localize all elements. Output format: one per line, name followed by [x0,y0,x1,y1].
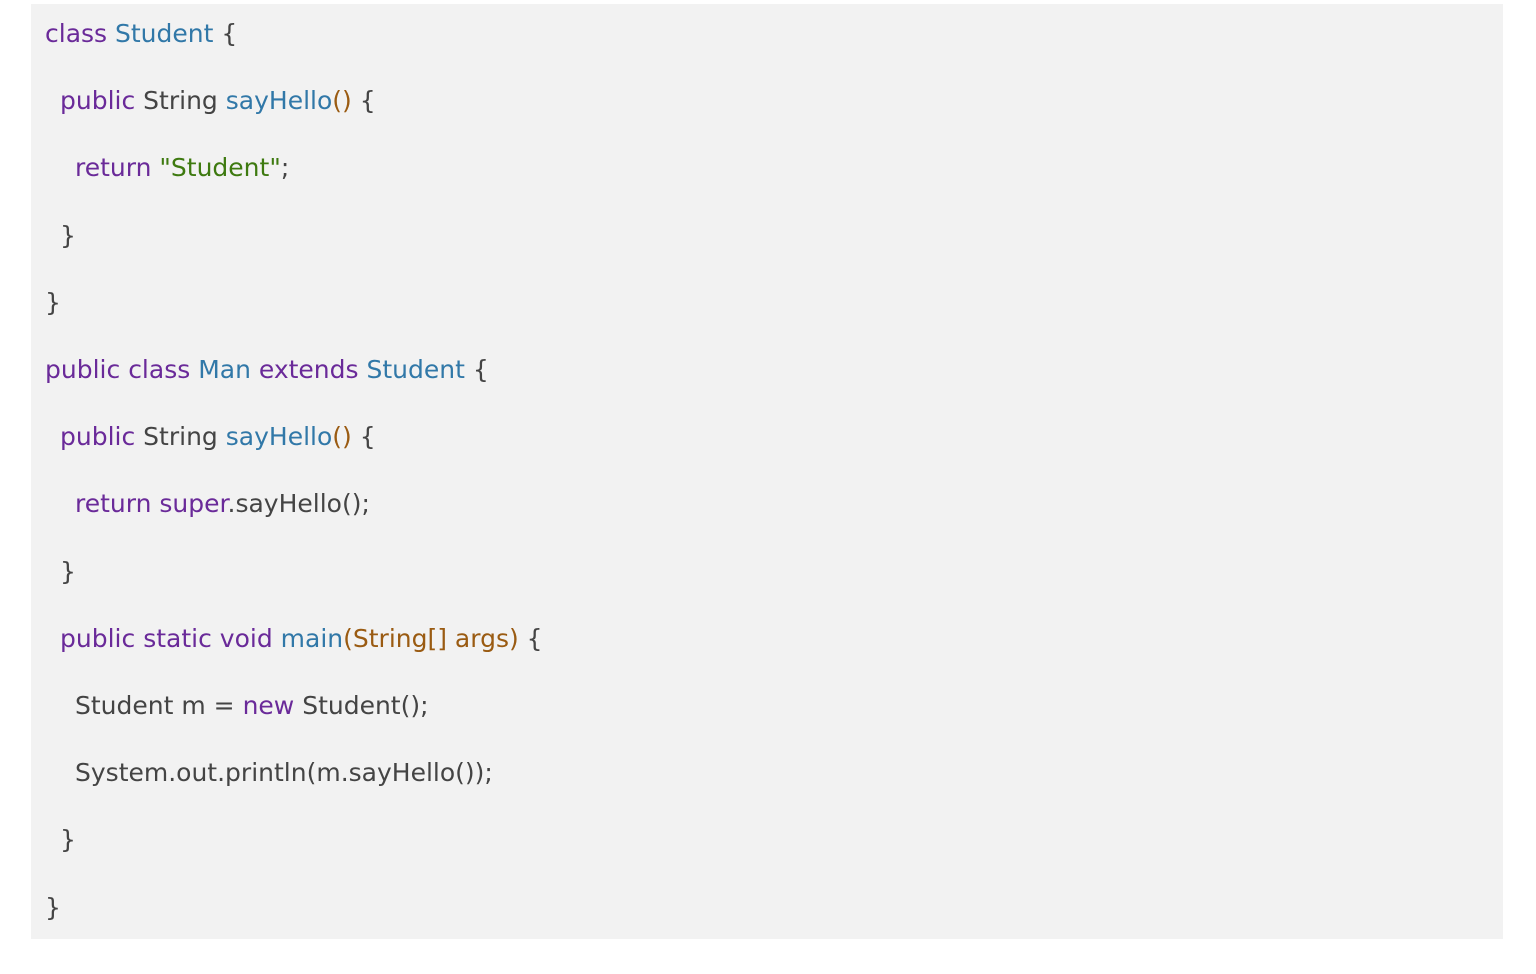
code-token-plain [251,355,259,384]
code-token-plain [135,624,143,653]
code-line: } [60,820,76,860]
code-line: return super.sayHello(); [75,484,370,524]
code-token-keyword: public [60,623,136,653]
code-token-plain: { [518,623,543,653]
code-token-keyword: super [159,489,228,519]
code-token-plain [359,355,367,384]
code-token-keyword: static [143,623,212,653]
code-token-plain [107,19,115,48]
code-token-plain: { [213,19,238,48]
code-token-plain [212,624,220,653]
code-line: Student m = new Student(); [75,686,429,726]
code-token-plain: } [60,556,76,586]
code-token-plain: { [464,355,489,384]
code-token-keyword: void [219,623,273,653]
code-token-keyword: class [45,19,108,48]
code-line: System.out.println(m.sayHello()); [75,753,493,793]
code-line: return "Student"; [75,148,289,188]
code-token-params: (String[] args) [343,623,519,653]
code-token-function: sayHello [225,422,333,452]
code-token-string: "Student" [159,153,281,183]
code-line: public class Man extends Student { [45,350,489,390]
code-token-keyword: public [60,422,136,452]
code-line: } [60,552,76,592]
code-token-plain: Student(); [294,691,429,720]
code-token-plain: } [60,220,76,250]
code-token-keyword: return [75,489,152,519]
code-token-function: sayHello [225,86,333,116]
code-token-plain [273,624,281,653]
code-token-classname: Student [115,19,214,48]
code-token-keyword: extends [258,355,359,384]
code-line: } [45,888,61,928]
code-token-params: () [332,86,352,116]
code-token-plain: } [60,825,76,855]
code-token-plain: Student m = [75,691,243,720]
code-token-plain: System.out.println(m.sayHello()); [75,758,493,788]
code-token-keyword: public [45,355,121,384]
code-token-params: () [332,422,352,452]
code-token-classname: Student [366,355,465,384]
code-token-plain: String [135,86,226,116]
code-line: } [45,283,61,323]
code-token-plain: } [45,287,61,317]
code-line: public static void main(String[] args) { [60,619,543,659]
code-token-function: main [280,623,344,653]
code-token-plain: } [45,892,61,922]
code-token-plain: { [351,86,376,116]
code-token-keyword: new [242,691,295,720]
code-token-plain: ; [280,153,290,183]
code-line: public String sayHello() { [60,81,376,121]
code-token-keyword: public [60,86,136,116]
code-token-plain [190,355,198,384]
code-line: public String sayHello() { [60,417,376,457]
code-token-plain: .sayHello(); [227,489,370,519]
code-token-plain: String [135,422,226,452]
code-token-plain: { [351,422,376,452]
code-token-keyword: return [75,153,152,183]
code-block: class Student {public String sayHello() … [31,4,1503,939]
code-line: class Student { [45,14,237,54]
code-line: } [60,216,76,256]
code-token-keyword: class [128,355,191,384]
code-token-classname: Man [198,355,251,384]
code-token-plain [120,355,128,384]
